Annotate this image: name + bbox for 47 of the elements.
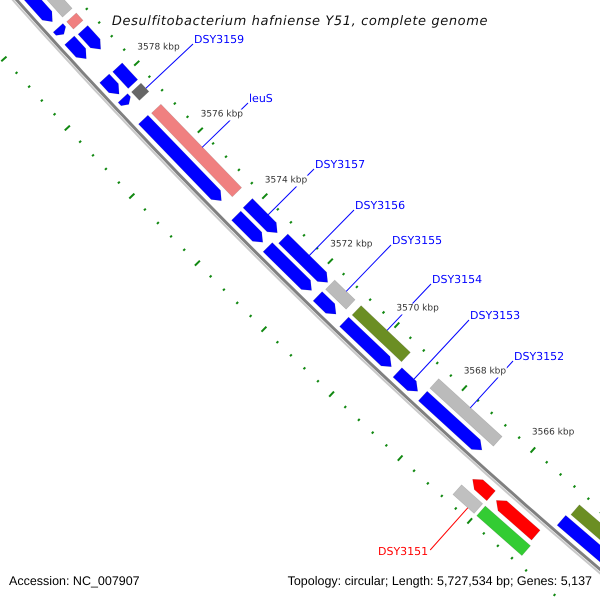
gene-label: DSY3155: [392, 234, 442, 247]
leader-line: [145, 44, 194, 89]
scale-label: 3570 kbp: [395, 304, 440, 314]
gene-feature: [262, 242, 312, 291]
gene-feature: [112, 62, 138, 89]
leader-line: [346, 244, 392, 292]
gene-feature: [64, 36, 87, 60]
gene-feature: [392, 367, 418, 392]
gene-feature: [99, 74, 120, 94]
gene-feature: [418, 390, 482, 450]
gene-label: DSY3157: [315, 158, 366, 171]
gene-feature: [66, 12, 84, 30]
gene-label: DSY3159: [194, 33, 244, 46]
gene-label: DSY3153: [470, 309, 520, 322]
gene-feature: [476, 506, 531, 556]
scale-label: 3578 kbp: [136, 42, 181, 54]
gene-feature: [312, 291, 336, 314]
gene-label: DSY3154: [432, 273, 482, 286]
gene-feature: [52, 23, 66, 36]
gene-feature: [339, 316, 392, 368]
gene-feature: [131, 82, 150, 101]
gene-feature: [496, 500, 541, 541]
gene-feature: [472, 478, 496, 502]
gene-feature: [452, 484, 484, 514]
scale-label: 3572 kbp: [329, 240, 374, 251]
scale-label: 3568 kbp: [462, 366, 508, 378]
gene-feature: [231, 210, 264, 243]
genome-info-text: Topology: circular; Length: 5,727,534 bp; Genes: 5,137: [288, 574, 592, 589]
scale-label: 3566 kbp: [530, 428, 576, 439]
gene-label: leuS: [249, 92, 273, 105]
leader-line: [414, 320, 470, 380]
gene-label: DSY3152: [514, 350, 564, 363]
gene-feature: [242, 198, 278, 234]
leader-line: [430, 507, 468, 550]
gene-feature: [118, 93, 131, 106]
gene-label: DSY3151: [378, 545, 428, 558]
gene-feature: [151, 104, 242, 198]
gene-label: DSY3156: [355, 199, 406, 212]
scale-label: 3574 kbp: [264, 175, 308, 186]
gene-feature: [325, 280, 356, 310]
map-title: Desulfitobacterium hafniense Y51, complete genome: [112, 14, 488, 29]
leader-line: [308, 210, 354, 256]
scale-label: 3576 kbp: [200, 110, 244, 120]
gene-feature: [429, 378, 503, 447]
accession-text: Accession: NC_007907: [9, 574, 140, 589]
gene-feature: [78, 25, 102, 50]
gene-feature: [278, 234, 328, 283]
